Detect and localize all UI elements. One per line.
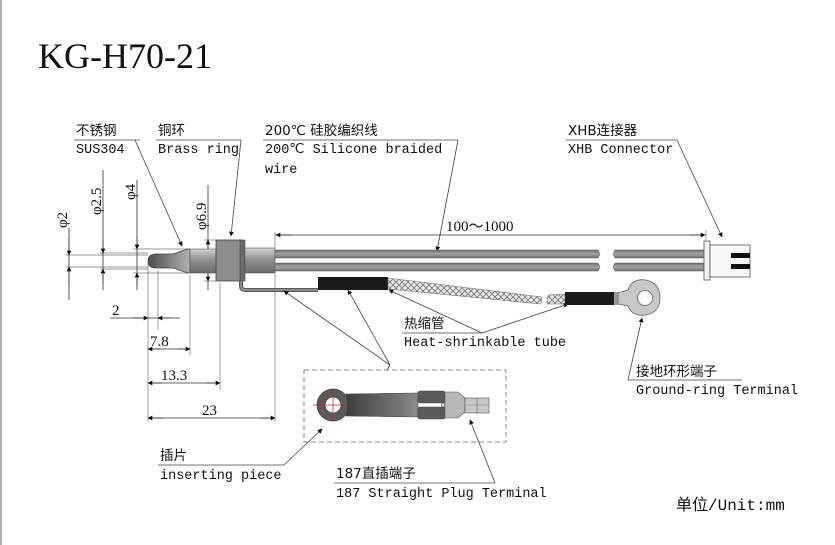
unit-label: 单位/Unit:mm bbox=[676, 496, 785, 515]
callout-wire-en-2: wire bbox=[265, 163, 297, 178]
inset-crimp-lower bbox=[417, 406, 446, 420]
crimp-band bbox=[614, 292, 618, 305]
dim-dia-probe: φ2.5 bbox=[89, 188, 105, 215]
xhb-connector bbox=[703, 240, 751, 281]
silicone-wires bbox=[274, 249, 706, 272]
heat-shrink-tube-1 bbox=[318, 277, 388, 290]
dim-len-total: 23 bbox=[202, 403, 217, 419]
callout-brass-ring-cn: 铜环 bbox=[158, 123, 185, 139]
dim-dia-ring: φ6.9 bbox=[194, 203, 210, 230]
connector-body bbox=[709, 244, 751, 278]
inset-frame bbox=[303, 369, 507, 443]
callout-wire-en-1: 200℃ Silicone braided bbox=[265, 143, 442, 158]
brass-ring bbox=[215, 239, 243, 282]
braided-sleeve-1 bbox=[387, 277, 543, 305]
callout-heat-shrink: 热缩管 Heat-shrinkable tube bbox=[388, 289, 569, 351]
ground-lead bbox=[239, 281, 318, 292]
ground-wire-assembly bbox=[318, 277, 661, 316]
callout-plug-terminal-cn: 187直插端子 bbox=[336, 466, 416, 482]
callout-wire-cn: 200℃ 硅胶编织线 bbox=[265, 122, 378, 139]
callout-plug-terminal: 187直插端子 187 Straight Plug Terminal bbox=[334, 419, 547, 502]
sleeve bbox=[244, 247, 276, 274]
brass-ring-lip bbox=[239, 239, 246, 282]
dim-len-probe: 7.8 bbox=[150, 334, 169, 350]
callout-stainless-cn: 不锈钢 bbox=[76, 123, 117, 139]
callout-connector-en: XHB Connector bbox=[568, 143, 673, 158]
wire-upper-left bbox=[274, 249, 601, 259]
callout-inserting-piece: 插片 inserting piece bbox=[158, 428, 323, 484]
dim-wire-length: 100～1000 bbox=[446, 219, 514, 235]
inset-crimp-upper bbox=[417, 390, 446, 404]
drawing-title: KG-H70-21 bbox=[38, 36, 212, 76]
callout-ground-ring-cn: 接地环形端子 bbox=[636, 363, 717, 380]
callout-connector-cn: XHB连接器 bbox=[568, 122, 638, 139]
dim-dia-body: φ4 bbox=[123, 183, 139, 200]
connector-pin-2 bbox=[731, 264, 750, 269]
braided-sleeve-2 bbox=[546, 293, 566, 305]
callout-stainless: 不锈钢 SUS304 bbox=[74, 123, 183, 247]
probe-tip bbox=[147, 248, 191, 274]
callout-inserting-piece-cn: 插片 bbox=[160, 448, 187, 464]
callout-inserting-piece-en: inserting piece bbox=[160, 469, 282, 484]
dim-len-ring: 13.3 bbox=[161, 368, 187, 384]
callout-connector: XHB连接器 XHB Connector bbox=[566, 122, 723, 238]
dim-dia-tip: φ2 bbox=[55, 212, 71, 228]
dim-lengths: 2 7.8 13.3 23 100～1000 bbox=[110, 219, 707, 422]
terminal-detail-inset bbox=[283, 289, 507, 443]
connector-pin-1 bbox=[731, 253, 750, 258]
callout-plug-terminal-en: 187 Straight Plug Terminal bbox=[336, 487, 547, 502]
callout-heat-shrink-en: Heat-shrinkable tube bbox=[404, 336, 566, 351]
probe-shank bbox=[189, 248, 221, 274]
callout-brass-ring-en: Brass ring bbox=[158, 143, 239, 158]
wire-lower-right bbox=[612, 262, 706, 272]
probe bbox=[147, 239, 318, 292]
callout-wire: 200℃ 硅胶编织线 200℃ Silicone braided wire bbox=[263, 122, 459, 252]
dim-diameters: φ2 φ2.5 φ4 φ6.9 bbox=[55, 170, 216, 300]
inset-arm bbox=[345, 392, 419, 418]
callout-ground-ring: 接地环形端子 Ground-ring Terminal bbox=[627, 317, 798, 399]
heat-shrink-tube-2 bbox=[565, 292, 615, 305]
wire-upper-right bbox=[612, 249, 706, 259]
callout-ground-ring-en: Ground-ring Terminal bbox=[636, 384, 798, 399]
inset-neck bbox=[444, 391, 466, 419]
wire-lower-left bbox=[274, 262, 601, 272]
connector-flange bbox=[703, 240, 711, 281]
callout-stainless-en: SUS304 bbox=[76, 143, 125, 158]
dim-len-tip: 2 bbox=[112, 303, 120, 319]
callout-heat-shrink-cn: 热缩管 bbox=[404, 316, 445, 332]
callout-brass-ring: 铜环 Brass ring bbox=[156, 123, 242, 237]
ground-ring-hole bbox=[637, 290, 653, 306]
